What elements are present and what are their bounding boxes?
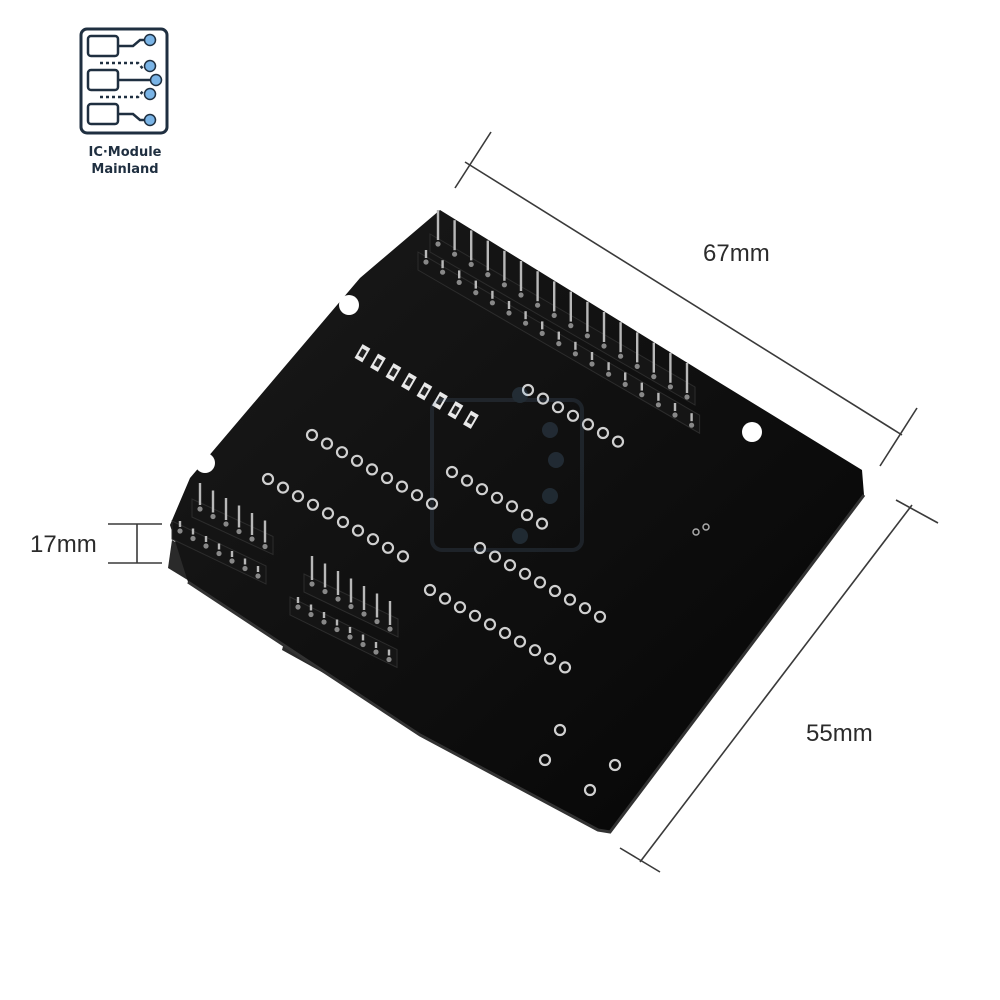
smd-resistors [354, 344, 479, 429]
pcb-board [170, 210, 864, 832]
brand-name: IC·Module Mainland [60, 144, 190, 178]
bottom-pin-header [289, 556, 399, 669]
left-pin-header [171, 483, 274, 585]
height-label: 17mm [30, 531, 97, 558]
dimension-line-length [454, 131, 918, 467]
watermark-logo [430, 387, 584, 552]
dimension-line-width [619, 499, 939, 873]
length-label: 67mm [703, 240, 770, 267]
brand-line-2: Mainland [91, 162, 159, 177]
top-pin-header [417, 210, 701, 435]
brand-line-1: IC·Module [88, 145, 162, 160]
dimension-line-height [108, 523, 162, 564]
width-label: 55mm [806, 720, 873, 747]
mounting-holes [195, 295, 762, 473]
socket-pads [261, 383, 625, 797]
circuit-board-icon [79, 27, 169, 135]
led-pads [692, 523, 710, 536]
